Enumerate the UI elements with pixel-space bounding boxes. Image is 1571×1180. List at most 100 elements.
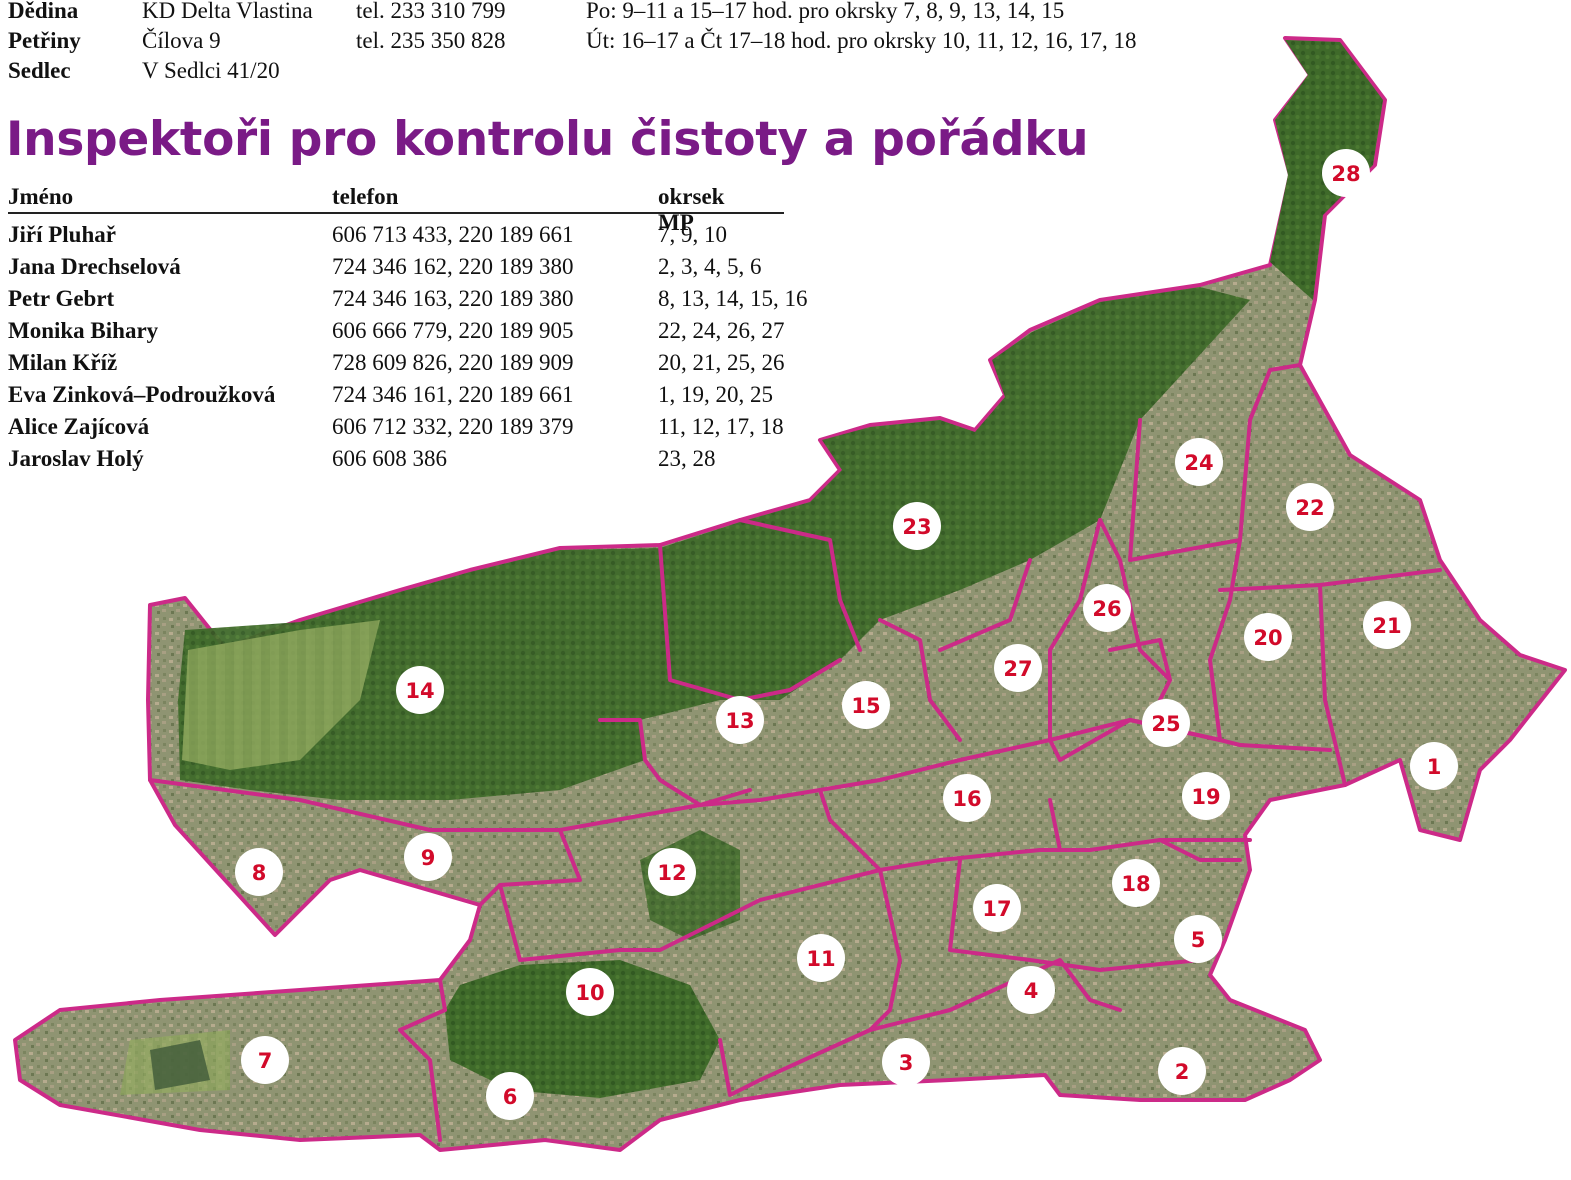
inspector-districts: 7, 9, 10: [658, 222, 727, 247]
office-name: Sedlec: [8, 58, 71, 83]
column-header-districts: okrsek MP: [658, 184, 725, 235]
svg-text:18: 18: [1121, 872, 1150, 896]
svg-text:3: 3: [899, 1051, 914, 1075]
inspector-name: Milan Kříž: [8, 350, 118, 375]
inspector-phone: 606 713 433, 220 189 661: [332, 222, 574, 247]
svg-text:13: 13: [725, 709, 754, 733]
forest-district-10: [445, 960, 720, 1098]
svg-text:7: 7: [258, 1049, 273, 1073]
forest-north-region: [178, 287, 1250, 800]
svg-text:20: 20: [1253, 626, 1282, 650]
district-marker-3: 3: [882, 1038, 930, 1086]
inspector-districts: 22, 24, 26, 27: [658, 318, 785, 343]
district-marker-22: 22: [1286, 483, 1334, 531]
inspector-name: Petr Gebrt: [8, 286, 115, 311]
inspector-phone: 724 346 163, 220 189 380: [332, 286, 574, 311]
district-marker-13: 13: [716, 696, 764, 744]
svg-text:12: 12: [657, 861, 686, 885]
district-marker-4: 4: [1007, 966, 1055, 1014]
district-marker-25: 25: [1142, 699, 1190, 747]
inspector-districts: 1, 19, 20, 25: [658, 382, 773, 407]
svg-text:10: 10: [575, 981, 604, 1005]
inspector-districts: 8, 13, 14, 15, 16: [658, 286, 808, 311]
inspector-districts: 2, 3, 4, 5, 6: [658, 254, 762, 279]
district-boundaries: [148, 363, 1442, 1142]
svg-text:2: 2: [1175, 1060, 1190, 1084]
inspector-districts: 23, 28: [658, 446, 716, 471]
office-phone: tel. 233 310 799: [356, 0, 506, 23]
inspector-phone: 606 666 779, 220 189 905: [332, 318, 574, 343]
district-marker-5: 5: [1174, 915, 1222, 963]
district-marker-14: 14: [396, 666, 444, 714]
office-address: V Sedlci 41/20: [142, 58, 280, 83]
column-header-phone: telefon: [332, 184, 399, 209]
svg-text:11: 11: [806, 947, 835, 971]
svg-text:22: 22: [1295, 496, 1324, 520]
district-marker-20: 20: [1244, 613, 1292, 661]
inspector-name: Jaroslav Holý: [8, 446, 144, 471]
meadow-west: [182, 620, 380, 770]
district-markers: 1 2 3 4 5 6 7 8 9 10 11 12 13 14 15 16 1…: [235, 149, 1458, 1120]
district-marker-11: 11: [797, 934, 845, 982]
district-marker-17: 17: [973, 884, 1021, 932]
district-marker-19: 19: [1182, 772, 1230, 820]
office-address: Čílova 9: [142, 28, 221, 53]
district-marker-18: 18: [1112, 859, 1160, 907]
svg-text:23: 23: [902, 515, 931, 539]
district-marker-24: 24: [1175, 438, 1223, 486]
inspector-name: Monika Bihary: [8, 318, 159, 343]
office-phone: tel. 235 350 828: [356, 28, 506, 53]
svg-text:27: 27: [1003, 657, 1032, 681]
inspector-districts: 20, 21, 25, 26: [658, 350, 785, 375]
district-marker-6: 6: [486, 1072, 534, 1120]
svg-text:25: 25: [1151, 712, 1180, 736]
district-marker-2: 2: [1158, 1047, 1206, 1095]
district-marker-16: 16: [943, 774, 991, 822]
inspector-phone: 606 712 332, 220 189 379: [332, 414, 574, 439]
inspector-phone: 728 609 826, 220 189 909: [332, 350, 574, 375]
district-marker-21: 21: [1363, 601, 1411, 649]
svg-text:15: 15: [851, 694, 880, 718]
svg-text:24: 24: [1184, 451, 1213, 475]
svg-text:5: 5: [1191, 928, 1206, 952]
svg-text:16: 16: [952, 787, 981, 811]
svg-text:8: 8: [252, 861, 267, 885]
district-marker-27: 27: [994, 644, 1042, 692]
svg-text:19: 19: [1191, 785, 1220, 809]
district-marker-28: 28: [1322, 149, 1370, 197]
inspector-phone: 606 608 386: [332, 446, 447, 471]
district-marker-9: 9: [404, 833, 452, 881]
district-marker-26: 26: [1083, 584, 1131, 632]
svg-text:6: 6: [503, 1085, 518, 1109]
inspector-name: Jana Drechselová: [8, 254, 181, 279]
office-name: Petřiny: [8, 28, 81, 53]
column-header-name: Jméno: [8, 184, 74, 209]
district-marker-8: 8: [235, 848, 283, 896]
svg-text:21: 21: [1372, 614, 1401, 638]
svg-text:28: 28: [1331, 162, 1360, 186]
office-name: Dědina: [8, 0, 79, 23]
inspector-phone: 724 346 162, 220 189 380: [332, 254, 574, 279]
water-body-west: [150, 1040, 210, 1090]
svg-text:14: 14: [405, 679, 434, 703]
district-marker-23: 23: [893, 502, 941, 550]
inspector-phone: 724 346 161, 220 189 661: [332, 382, 574, 407]
district-marker-10: 10: [566, 968, 614, 1016]
inspector-districts: 11, 12, 17, 18: [658, 414, 784, 439]
office-hours: Po: 9–11 a 15–17 hod. pro okrsky 7, 8, 9…: [586, 0, 1065, 23]
district-marker-1: 1: [1410, 742, 1458, 790]
svg-text:1: 1: [1427, 755, 1442, 779]
svg-text:26: 26: [1092, 597, 1121, 621]
district-marker-15: 15: [842, 681, 890, 729]
svg-text:9: 9: [421, 846, 436, 870]
district-marker-7: 7: [241, 1036, 289, 1084]
page-title: Inspektoři pro kontrolu čistoty a pořádk…: [6, 112, 1089, 167]
district-marker-12: 12: [648, 848, 696, 896]
office-address: KD Delta Vlastina: [142, 0, 313, 23]
svg-text:17: 17: [982, 897, 1011, 921]
map-background: [13, 36, 1567, 1152]
svg-text:4: 4: [1024, 979, 1039, 1003]
inspector-name: Alice Zajícová: [8, 414, 150, 439]
inspector-name: Eva Zinková–Podroužková: [8, 382, 276, 407]
